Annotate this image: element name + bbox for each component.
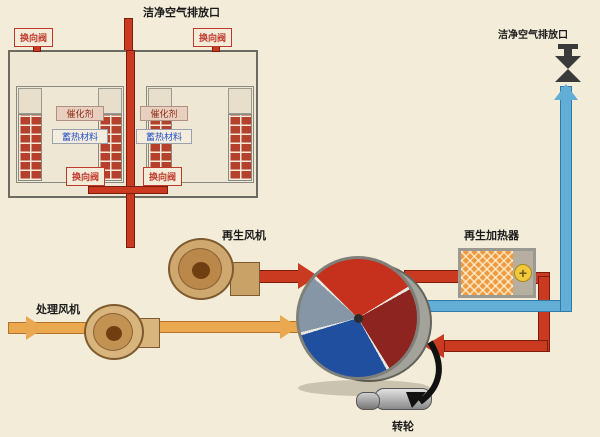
heat-storage-bed: [18, 114, 42, 181]
heater-plus-icon: +: [514, 264, 532, 282]
catalyst-label: 催化剂: [140, 106, 188, 121]
reversing-valve-label: 换向阀: [193, 28, 233, 47]
reversing-valve-label: 换向阀: [66, 167, 106, 186]
clean-air-up-arrow-icon: [554, 84, 578, 100]
rto-center-pipe: [126, 50, 135, 248]
bed-top-section: [228, 88, 252, 114]
exhaust-valve-stem-icon: [564, 49, 572, 56]
process-flow-arrow-icon: [280, 315, 298, 339]
regen-heater-body: +: [458, 248, 536, 298]
regen-fan-hub: [192, 262, 210, 279]
exhaust-valve-icon: [555, 56, 581, 69]
heater-element-matrix: [461, 251, 513, 295]
catalyst-label: 催化剂: [56, 106, 104, 121]
rotor-label: 转轮: [392, 421, 414, 433]
wheel-drive-roller: [356, 392, 380, 410]
regen-fan-label: 再生风机: [222, 230, 266, 242]
rotation-arrow-icon: [406, 340, 442, 408]
heater-return-pipe: [444, 340, 548, 352]
right-outlet-label: 洁净空气排放口: [498, 30, 568, 41]
regen-fan-outlet: [230, 262, 260, 296]
clean-air-riser: [560, 86, 572, 312]
heat-storage-label: 蓄热材料: [52, 129, 108, 144]
reversing-valve-label: 换向阀: [14, 28, 54, 47]
process-fan-hub: [106, 326, 122, 341]
exhaust-valve-cap-icon: [558, 44, 578, 49]
process-inlet-arrow-icon: [26, 316, 44, 340]
reversing-valve-label: 换向阀: [143, 167, 183, 186]
bed-top-section: [18, 88, 42, 114]
regen-heater-label: 再生加热器: [464, 230, 519, 242]
process-inlet-pipe: [8, 322, 90, 334]
process-fan-label: 处理风机: [36, 304, 80, 316]
clean-air-pipe-horizontal: [416, 300, 572, 312]
regen-fan-outlet-pipe: [256, 270, 302, 283]
top-outlet-pipe: [124, 18, 133, 52]
top-outlet-label: 洁净空气排放口: [143, 7, 220, 19]
exhaust-valve-icon: [555, 69, 581, 82]
rto-bottom-duct: [88, 186, 168, 194]
heat-storage-bed: [228, 114, 252, 181]
heat-storage-label: 蓄热材料: [136, 129, 192, 144]
wheel-hub: [354, 314, 363, 323]
